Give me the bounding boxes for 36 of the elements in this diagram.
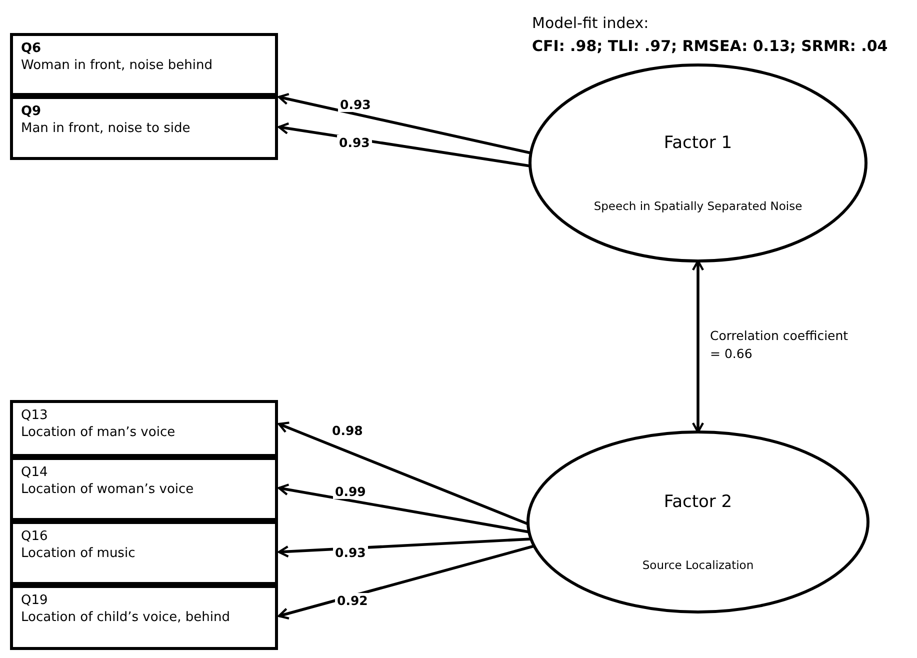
item-code: Q19 [21,592,49,609]
item-box [10,585,278,650]
edge-label: 0.93 [338,97,373,112]
item-code: Q9 [21,103,42,120]
factor-title: Factor 2 [662,492,734,512]
item-box [10,400,278,457]
item-code: Q6 [21,40,42,57]
item-box [10,33,278,96]
item-description: Man in front, noise to side [21,120,192,137]
item-description: Location of child’s voice, behind [21,609,231,626]
item-code: Q16 [21,528,49,545]
arrow [278,422,529,526]
item-description: Location of music [21,545,136,562]
factor-title: Factor 1 [662,133,734,153]
edge-label: 0.99 [333,484,368,499]
arrow [278,92,532,154]
arrow [278,484,530,534]
edge-label: 0.93 [333,545,368,560]
edge-label: 0.92 [335,593,370,608]
item-description: Woman in front, noise behind [21,57,214,74]
edge-label: 0.93 [337,135,372,150]
arrow [278,544,535,620]
item-code: Q13 [21,407,49,424]
item-box [10,521,278,585]
item-box [10,457,278,521]
arrow [692,260,704,434]
edge-label: Correlation coefficient = 0.66 [710,326,850,362]
fit-heading: Model-fit index: [532,14,649,32]
item-code: Q14 [21,464,49,481]
fit-statistics: CFI: .98; TLI: .97; RMSEA: 0.13; SRMR: .04 [532,37,888,55]
item-description: Location of woman’s voice [21,481,195,498]
edge-label: 0.98 [330,423,365,438]
item-box [10,96,278,160]
factor-description: Speech in Spatially Separated Noise [592,199,804,213]
factor-description: Source Localization [641,558,755,572]
item-description: Location of man’s voice [21,424,176,441]
